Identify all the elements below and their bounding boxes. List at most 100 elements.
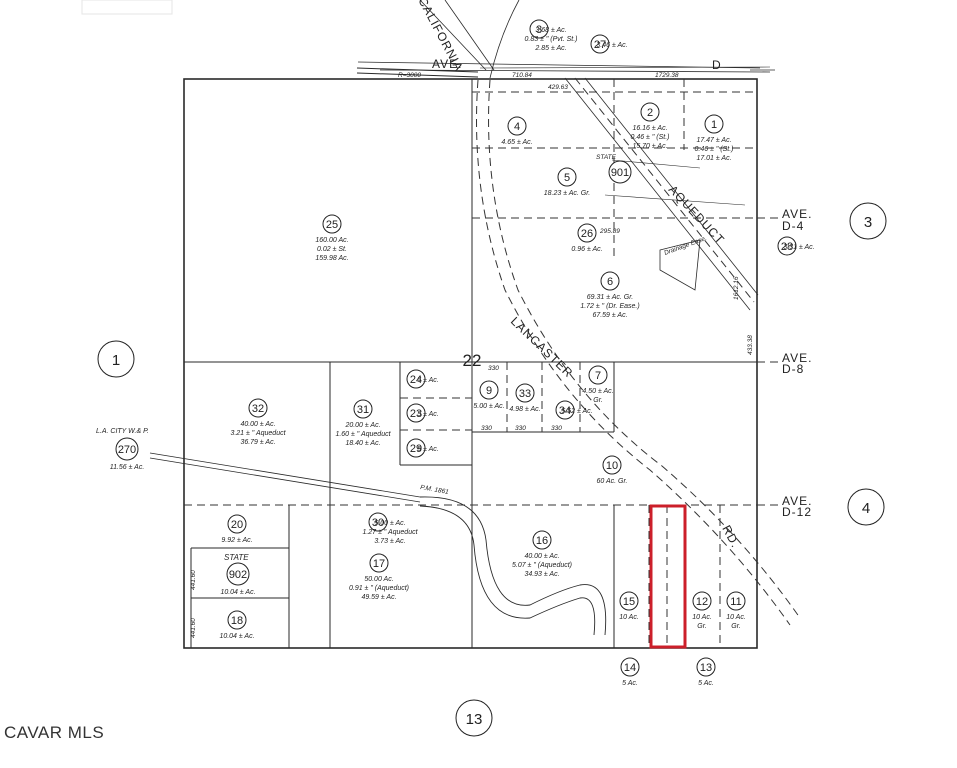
parcel-bubble bbox=[226, 562, 250, 586]
parcel-number: 16 bbox=[536, 535, 548, 547]
parcel-bubble bbox=[507, 116, 527, 136]
parcel-13[interactable]: 135 Ac. bbox=[696, 657, 716, 687]
parcel-14[interactable]: 145 Ac. bbox=[620, 657, 640, 687]
r3000-label: R=3000 bbox=[398, 72, 421, 79]
parcel-area-text: 10 Ac. bbox=[619, 614, 639, 621]
parcel-area-text: 17.01 ± Ac. bbox=[696, 155, 731, 162]
parcel-number: 902 bbox=[229, 569, 247, 581]
parcel-bubble bbox=[479, 380, 499, 400]
parcel-number: 13 bbox=[700, 662, 712, 674]
parcel-23[interactable]: 235 ± Ac. bbox=[406, 403, 439, 423]
svg-text:429.63: 429.63 bbox=[548, 84, 568, 91]
parcel-number: 1 bbox=[711, 119, 717, 131]
parcel-bubble bbox=[600, 271, 620, 291]
parcel-area-text: 18.40 ± Ac. bbox=[345, 440, 380, 447]
parcel-34[interactable]: 345.52 ± Ac. bbox=[555, 400, 593, 420]
parcel-bubble bbox=[619, 591, 639, 611]
parcel-26[interactable]: 260.96 ± Ac. bbox=[571, 223, 603, 253]
parcel-number: 2 bbox=[647, 107, 653, 119]
parcel-bubble bbox=[557, 167, 577, 187]
parcel-number: 25 bbox=[326, 219, 338, 231]
parcel-29[interactable]: 295 ± Ac. bbox=[406, 438, 439, 458]
parcel-number: 18 bbox=[231, 615, 243, 627]
parcel-area-text: 0.96 ± Ac. bbox=[571, 246, 602, 253]
parcel-6[interactable]: 669.31 ± Ac. Gr.1.72 ± " (Dr. Ease.)67.5… bbox=[580, 271, 640, 319]
parcel-bubble bbox=[227, 514, 247, 534]
parcel-7[interactable]: 74.50 ± Ac.Gr. bbox=[582, 365, 614, 404]
parcel-area-text: 9.92 ± Ac. bbox=[221, 537, 252, 544]
parcel-area-text: 67.59 ± Ac. bbox=[592, 312, 627, 319]
lancaster-label: LANCASTER bbox=[508, 314, 576, 380]
parcel-902[interactable]: 902 10.04 ± Ac. bbox=[220, 562, 256, 596]
parcel-area-text: Gr. bbox=[731, 623, 741, 630]
parcel-area-text: 5 ± Ac. bbox=[417, 446, 439, 453]
parcel-27[interactable]: 273.46 ± Ac. bbox=[590, 34, 628, 54]
parcel-9[interactable]: 95.00 ± Ac. bbox=[473, 380, 505, 410]
parcel-area-text: 20.00 ± Ac. bbox=[344, 422, 380, 429]
state-902-label: STATE bbox=[224, 553, 249, 562]
section-boundary bbox=[183, 78, 758, 649]
parcel-area-text: Gr. bbox=[697, 623, 707, 630]
parcel-24[interactable]: 245 ± Ac. bbox=[406, 369, 439, 389]
parcel-5[interactable]: 518.23 ± Ac. Gr. bbox=[544, 167, 591, 197]
parcel-area-text: 16.16 ± Ac. bbox=[632, 125, 667, 132]
svg-text:295.89: 295.89 bbox=[599, 228, 620, 235]
parcel-area-text: Gr. bbox=[593, 397, 603, 404]
parcel-number: 30 bbox=[372, 517, 384, 529]
adjacent-section-4: 4 bbox=[847, 488, 885, 526]
ave-d12-ave: AVE. bbox=[782, 494, 812, 508]
parcel-901[interactable]: 901 bbox=[608, 160, 632, 184]
parcel-bubble bbox=[602, 455, 622, 475]
parcel-bubble bbox=[353, 399, 373, 419]
parcel-area-text: 18.23 ± Ac. Gr. bbox=[544, 190, 591, 197]
parcel-33[interactable]: 334.98 ± Ac. bbox=[509, 383, 541, 413]
parcel-area-text: 4.65 ± Ac. bbox=[501, 139, 532, 146]
parcel-area-text: 40.00 ± Ac. bbox=[240, 421, 275, 428]
parcel-area-text: 0.91 ± " (Aqueduct) bbox=[349, 585, 409, 592]
parcel-28[interactable]: 283.31 ± Ac. bbox=[777, 236, 815, 256]
parcel-number: 31 bbox=[357, 404, 369, 416]
section-number: 22 bbox=[463, 351, 482, 370]
california-road bbox=[419, 0, 520, 79]
parcel-area-text: 10.04 ± Ac. bbox=[220, 589, 255, 596]
parcel-area-text: 159.98 Ac. bbox=[315, 255, 348, 262]
svg-text:1: 1 bbox=[112, 352, 120, 369]
parcel-area-text: 0.46 ± " (St.) bbox=[694, 146, 733, 153]
parcel-area-text: 10 Ac. bbox=[726, 614, 746, 621]
parcel-area-text: 50.00 Ac. bbox=[364, 576, 393, 583]
parcel-bubble bbox=[588, 365, 608, 385]
parcel-3[interactable]: 33.68 ± Ac.0.83 ± " (Pvt. St.)2.85 ± Ac. bbox=[524, 19, 578, 52]
parcel-1[interactable]: 117.47 ± Ac.0.46 ± " (St.)17.01 ± Ac. bbox=[694, 114, 734, 162]
parcel-area-text: 60 Ac. Gr. bbox=[597, 478, 628, 485]
highlighted-parcel-box[interactable] bbox=[649, 504, 687, 649]
parcel-20[interactable]: 209.92 ± Ac. bbox=[221, 514, 253, 544]
parcel-bubble bbox=[704, 114, 724, 134]
parcel-number: 901 bbox=[611, 167, 629, 179]
parcel-area-text: 1.60 ± " Aqueduct bbox=[335, 431, 391, 438]
parcel-bubble bbox=[248, 398, 268, 418]
parcel-area-text: 10 Ac. bbox=[692, 614, 712, 621]
lancaster-road bbox=[476, 79, 801, 626]
parcel-4[interactable]: 44.65 ± Ac. bbox=[501, 116, 533, 146]
svg-text:330: 330 bbox=[488, 365, 499, 372]
parcel-area-text: 4.50 ± Ac. bbox=[582, 388, 613, 395]
ave-d4-ave: AVE. bbox=[782, 207, 812, 221]
parcel-31[interactable]: 31 20.00 ± Ac. 1.60 ± " Aqueduct 18.40 ± Ac… bbox=[335, 399, 392, 447]
parcel-area-text: 3.46 ± Ac. bbox=[596, 42, 627, 49]
dashed-lines bbox=[184, 79, 780, 648]
parcel-2[interactable]: 216.16 ± Ac.0.46 ± " (St.)15.70 ± Ac. bbox=[630, 102, 670, 150]
aqueduct-lower bbox=[149, 452, 607, 636]
parcel-area-text: 3.21 ± " Aqueduct bbox=[230, 430, 286, 437]
